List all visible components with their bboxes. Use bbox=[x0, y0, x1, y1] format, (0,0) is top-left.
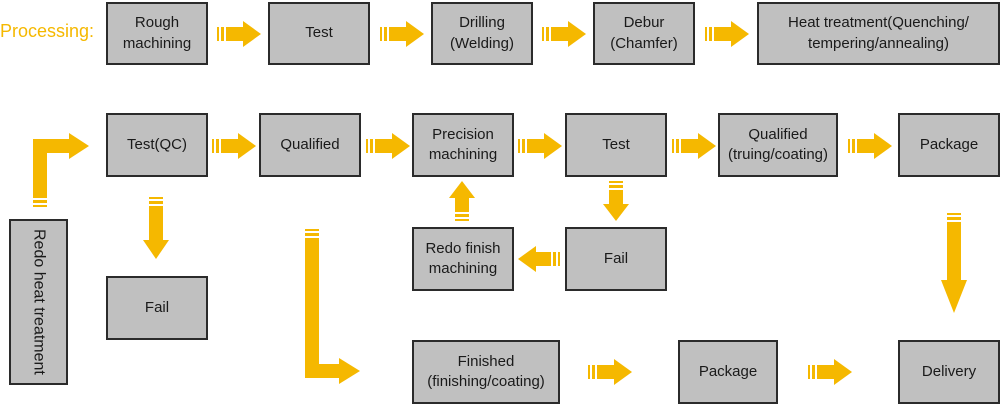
arrow-down-long-icon bbox=[941, 213, 967, 313]
redo-heat-treatment-box: Redo heat treatment bbox=[9, 219, 68, 385]
delivery-box: Delivery bbox=[898, 340, 1000, 404]
rough-machining-box: Rough machining bbox=[106, 2, 208, 65]
fail-box-left: Fail bbox=[106, 276, 208, 340]
redo-heat-treatment-label: Redo heat treatment bbox=[30, 229, 48, 375]
package-box-bottom: Package bbox=[678, 340, 778, 404]
drilling-box: Drilling (Welding) bbox=[431, 2, 533, 65]
finished-box: Finished (finishing/coating) bbox=[412, 340, 560, 404]
debur-box: Debur (Chamfer) bbox=[593, 2, 695, 65]
fail-box-right: Fail bbox=[565, 227, 667, 291]
heat-treatment-box: Heat treatment(Quenching/ tempering/anne… bbox=[757, 2, 1000, 65]
qualified-box: Qualified bbox=[259, 113, 361, 177]
precision-machining-box: Precision machining bbox=[412, 113, 514, 177]
package-box-middle: Package bbox=[898, 113, 1000, 177]
test-box-middle: Test bbox=[565, 113, 667, 177]
processing-label: Processing: bbox=[0, 21, 95, 41]
test-box-top: Test bbox=[268, 2, 370, 65]
qualified-truing-box: Qualified (truing/coating) bbox=[718, 113, 838, 177]
redo-finish-machining-box: Redo finish machining bbox=[412, 227, 514, 291]
test-qc-box: Test(QC) bbox=[106, 113, 208, 177]
redo-loop-arrow-icon bbox=[33, 133, 89, 207]
finished-path-arrow-icon bbox=[305, 229, 360, 384]
